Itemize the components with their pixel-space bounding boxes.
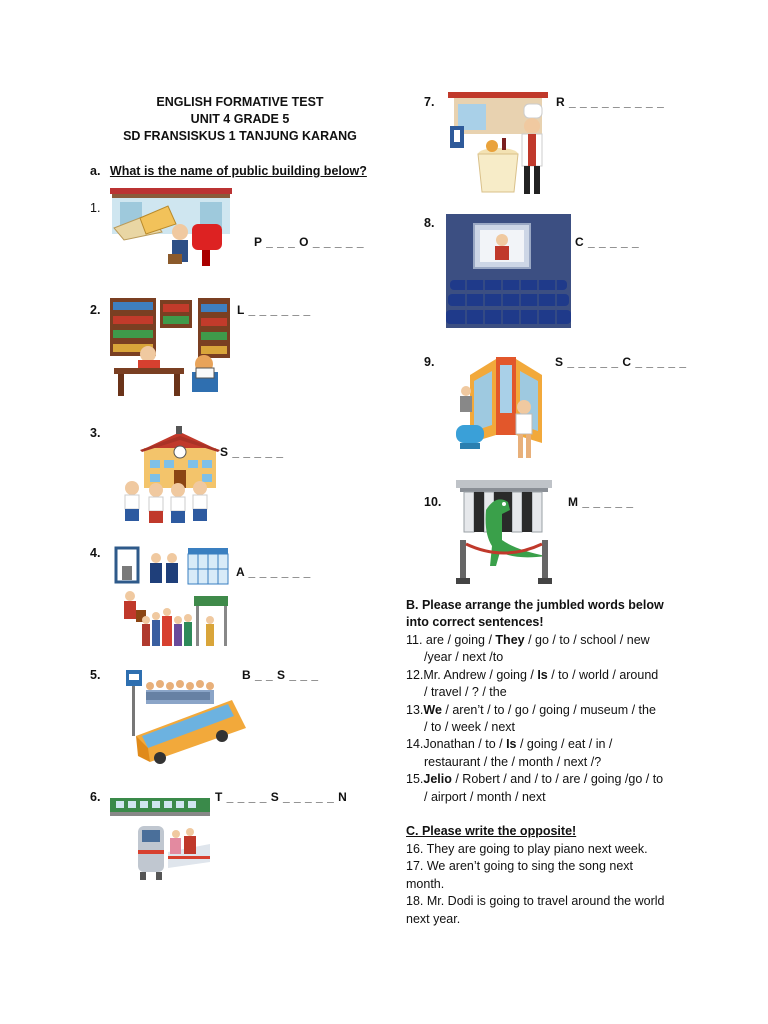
item-2-answer-blank[interactable]: L _ _ _ _ _ _ — [237, 303, 311, 317]
item-7-answer-blank[interactable]: R _ _ _ _ _ _ _ _ _ — [556, 95, 665, 109]
library-image — [110, 298, 230, 396]
item-3-answer-blank[interactable]: S _ _ _ _ _ — [220, 445, 284, 459]
section-b-title-line1: B. Please arrange the jumbled words belo… — [406, 598, 664, 612]
sentence-12: 12.Mr. Andrew / going / Is / to / world … — [406, 667, 663, 684]
section-a-letter: a. — [90, 164, 101, 178]
airport-image — [114, 546, 229, 646]
sentence-15-start: 15. — [406, 772, 424, 787]
section-a-heading: a. What is the name of public building b… — [90, 164, 367, 178]
sentence-14: 14.Jonathan / to / Is / going / eat / in… — [406, 736, 663, 753]
bus-station-image — [126, 670, 246, 764]
sentence-13-bold-word: We — [423, 702, 442, 717]
item-5-number: 5. — [90, 668, 101, 682]
sentence-14-end: / going / eat / in / — [516, 737, 613, 752]
section-b-title-line2: into correct sentences! — [406, 615, 544, 629]
section-c-sentences: 16. They are going to play piano next we… — [406, 841, 664, 928]
item-7-number: 7. — [424, 95, 435, 109]
sentence-11: 11. are / going / They / go / to / schoo… — [406, 632, 663, 649]
item-6-answer-blank[interactable]: T _ _ _ _ S _ _ _ _ _ N — [215, 790, 348, 804]
sentence-11-start: 11. are / going / — [406, 633, 496, 647]
sentence-13-end: / aren’t / to / go / going / museum / th… — [441, 702, 656, 717]
sentence-12-start: 12.Mr. Andrew / going / — [406, 667, 538, 682]
sentence-12-bold-word: Is — [537, 667, 548, 682]
museum-image — [456, 480, 552, 584]
sentence-17: 17. We aren’t going to sing the song nex… — [406, 859, 634, 874]
sentence-14-line2: restaurant / the / month / next /? — [424, 754, 602, 769]
item-8-answer-blank[interactable]: C _ _ _ _ _ — [575, 235, 640, 249]
sentence-15-line2: / airport / month / next — [424, 789, 546, 804]
restaurant-image — [448, 92, 548, 194]
section-a-title: What is the name of public building belo… — [109, 164, 367, 178]
sentence-18-line2: next year. — [406, 911, 461, 926]
post-office-image — [110, 188, 232, 266]
item-9-number: 9. — [424, 355, 435, 369]
sentence-11-bold-word: They — [495, 633, 525, 647]
test-unit: UNIT 4 GRADE 5 — [190, 112, 290, 126]
item-10-number: 10. — [424, 495, 442, 509]
item-4-answer-blank[interactable]: A _ _ _ _ _ _ — [236, 565, 311, 579]
sentence-15-end: / Robert / and / to / are / going /go / … — [451, 772, 664, 787]
shopping-center-image — [456, 357, 542, 458]
sentence-11-line2: /year / next /to — [424, 650, 504, 665]
sentence-12-end: / to / world / around — [547, 667, 659, 682]
item-8-number: 8. — [424, 216, 435, 230]
sentence-15-bold-word: Jelio — [423, 772, 452, 787]
sentence-13: 13.We / aren’t / to / go / going / museu… — [406, 702, 663, 719]
item-5-answer-blank[interactable]: B _ _ S _ _ _ — [242, 668, 319, 682]
train-station-image — [110, 798, 210, 880]
sentence-18: 18. Mr. Dodi is going to travel around t… — [406, 894, 665, 909]
item-1-number: 1. — [90, 201, 101, 215]
section-b-sentences: 11. are / going / They / go / to / schoo… — [406, 632, 663, 806]
item-1-answer-blank[interactable]: P _ _ _ O _ _ _ _ _ — [254, 235, 365, 249]
item-2-number: 2. — [90, 303, 101, 317]
sentence-14-bold-word: Is — [506, 737, 517, 752]
sentence-13-line2: / to / week / next — [424, 720, 516, 735]
school-name: SD FRANSISKUS 1 TANJUNG KARANG — [123, 129, 357, 143]
item-9-answer-blank[interactable]: S _ _ _ _ _ C _ _ _ _ _ — [555, 355, 687, 369]
test-title: ENGLISH FORMATIVE TEST — [156, 95, 324, 109]
sentence-14-start: 14.Jonathan / to / — [406, 737, 507, 752]
sentence-17-line2: month. — [406, 876, 445, 891]
section-c-title: C. Please write the opposite! — [406, 824, 577, 838]
sentence-13-start: 13. — [406, 702, 424, 717]
item-6-number: 6. — [90, 790, 101, 804]
item-10-answer-blank[interactable]: M _ _ _ _ _ — [568, 495, 634, 509]
item-3-number: 3. — [90, 426, 101, 440]
item-4-number: 4. — [90, 546, 101, 560]
school-image — [124, 426, 220, 523]
sentence-16: 16. They are going to play piano next we… — [406, 842, 648, 856]
sentence-15: 15.Jelio / Robert / and / to / are / goi… — [406, 771, 663, 788]
cinema-image — [446, 214, 571, 328]
sentence-11-end: / go / to / school / new — [524, 633, 650, 647]
sentence-12-line2: / travel / ? / the — [424, 685, 507, 700]
